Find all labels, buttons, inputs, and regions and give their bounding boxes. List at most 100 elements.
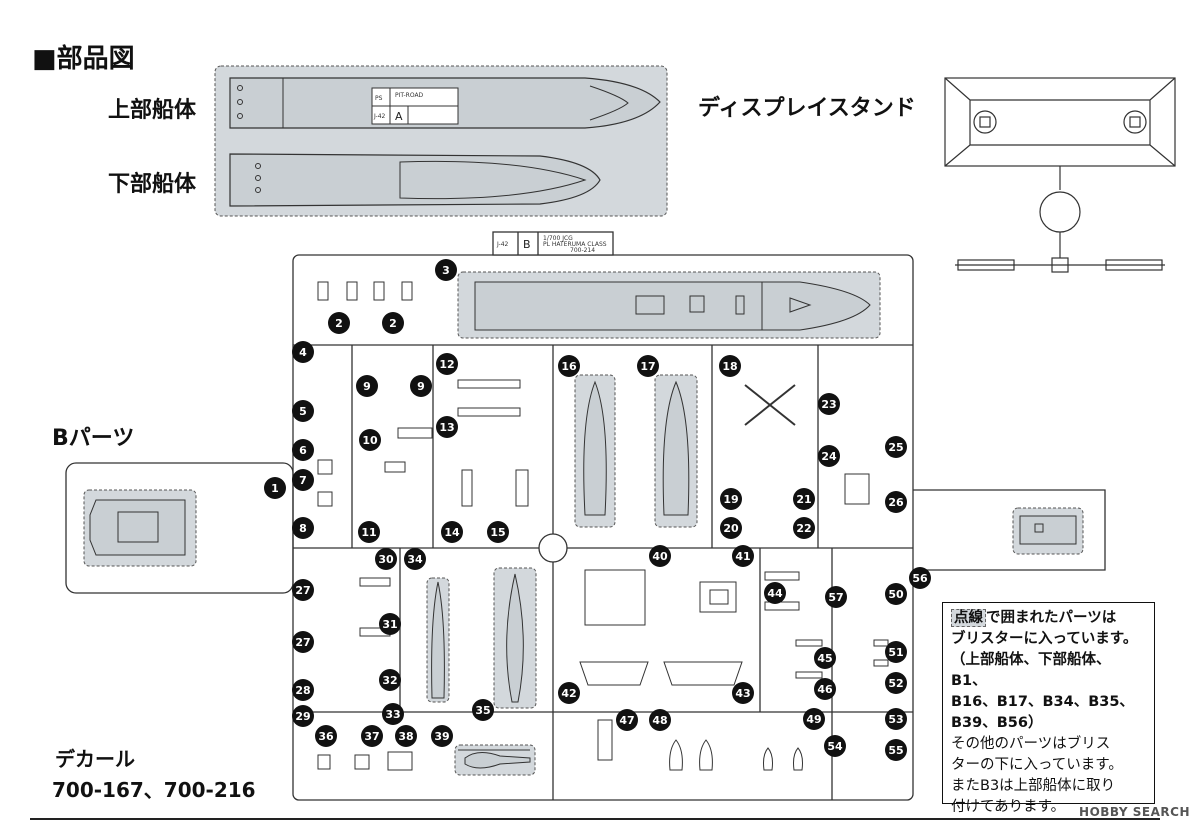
runner-a-code: J-42: [373, 113, 386, 120]
note-line3: （上部船体、下部船体、B1、: [951, 652, 1111, 689]
runner-b-frame: [65, 231, 1106, 801]
part-num-16: 16: [561, 360, 577, 373]
part-b42-b43: [579, 661, 743, 686]
part-num-27b: 27: [295, 636, 310, 649]
part-num-5: 5: [299, 405, 307, 418]
part-num-39: 39: [434, 730, 449, 743]
part-num-25: 25: [888, 441, 903, 454]
part-num-19: 19: [723, 493, 738, 506]
part-num-36: 36: [318, 730, 334, 743]
part-b48-boats: [669, 739, 803, 771]
part-b18-rotor: [744, 384, 796, 426]
runner-a-brand: PIT-ROAD: [395, 92, 424, 99]
note-line4: B16、B17、B34、B35、: [951, 694, 1134, 710]
runner-b-desc1: 1/700 JCG: [543, 235, 573, 242]
part-num-10: 10: [362, 434, 378, 447]
watermark: HOBBY SEARCH: [1079, 805, 1190, 819]
part-b16-b17: [583, 380, 690, 516]
part-num-9b: 9: [417, 380, 425, 393]
part-num-50: 50: [888, 588, 904, 601]
part-num-57: 57: [828, 591, 843, 604]
part-num-46: 46: [817, 683, 833, 696]
part-num-31: 31: [382, 618, 397, 631]
part-num-38: 38: [398, 730, 413, 743]
decal-label: デカール: [55, 747, 135, 771]
part-num-40: 40: [652, 550, 668, 563]
part-num-29: 29: [295, 710, 310, 723]
part-num-54: 54: [827, 740, 843, 753]
part-b39-helicopter: [458, 749, 531, 769]
part-num-56: 56: [912, 572, 928, 585]
runner-b-code: J-42: [496, 241, 509, 248]
part-num-43: 43: [735, 687, 750, 700]
part-num-32: 32: [382, 674, 397, 687]
part-b56: [1019, 515, 1077, 545]
lower-hull-label: 下部船体: [108, 172, 197, 197]
note-line8: またB3は上部船体に取り: [951, 778, 1116, 794]
part-num-52: 52: [888, 677, 903, 690]
upper-hull-label: 上部船体: [108, 98, 197, 123]
part-num-30: 30: [378, 553, 394, 566]
part-num-6: 6: [299, 444, 307, 457]
part-num-15: 15: [490, 526, 505, 539]
part-b1: [89, 499, 186, 556]
runner-b-desc3: 700-214: [570, 247, 595, 254]
part-num-37: 37: [364, 730, 379, 743]
part-num-33: 33: [385, 708, 400, 721]
part-num-2a: 2: [335, 317, 343, 330]
part-num-9a: 9: [363, 380, 371, 393]
display-stand: [944, 77, 1176, 273]
bottom-divider: [30, 818, 1160, 820]
runner-small-parts: [317, 281, 889, 771]
runner-b-letter: B: [523, 238, 531, 251]
part-num-34: 34: [407, 553, 423, 566]
part-num-13: 13: [439, 421, 454, 434]
part-b34-b35: [431, 573, 524, 703]
b-parts-label: Bパーツ: [52, 426, 135, 451]
part-num-17: 17: [640, 360, 655, 373]
part-b40-b41: [584, 569, 737, 626]
hull-blister: PS PIT-ROAD J-42 A: [214, 65, 668, 217]
note-highlight: 点線: [951, 609, 986, 627]
part-num-23: 23: [821, 398, 836, 411]
part-num-20: 20: [723, 522, 739, 535]
part-num-3: 3: [442, 264, 450, 277]
blister-parts: [83, 271, 1084, 776]
part-num-42: 42: [561, 687, 576, 700]
part-num-22: 22: [796, 522, 811, 535]
part-num-2b: 2: [389, 317, 397, 330]
display-stand-label: ディスプレイスタンド: [698, 96, 916, 121]
runner-b-desc2: PL HATERUMA CLASS: [543, 241, 607, 248]
blister-note: 点線で囲まれたパーツは ブリスターに入っています。 （上部船体、下部船体、B1、…: [942, 602, 1155, 815]
part-num-7: 7: [299, 474, 307, 487]
part-num-47: 47: [619, 714, 634, 727]
part-num-53: 53: [888, 713, 903, 726]
note-line9: 付けてあります。: [951, 799, 1066, 815]
note-line5: B39、B56）: [951, 715, 1043, 731]
note-line7: ターの下に入っています。: [951, 757, 1123, 773]
part-num-18: 18: [722, 360, 737, 373]
lower-hull-part: [229, 153, 601, 207]
note-line6: その他のパーツはブリス: [951, 736, 1111, 752]
part-num-45: 45: [817, 652, 832, 665]
note-line1: で囲まれたパーツは: [986, 610, 1117, 626]
part-num-51: 51: [888, 646, 903, 659]
part-num-41: 41: [735, 550, 750, 563]
part-num-4: 4: [299, 346, 307, 359]
part-num-24: 24: [821, 450, 837, 463]
part-num-21: 21: [796, 493, 811, 506]
part-num-44: 44: [767, 587, 783, 600]
part-badges: 1 2 2 3 4 5 6 7 8 9 9 10 11 12 13 14 15 …: [264, 259, 931, 761]
part-num-55: 55: [888, 744, 903, 757]
part-num-14: 14: [444, 526, 460, 539]
decal-numbers: 700-167、700-216: [52, 778, 256, 802]
part-num-49: 49: [806, 713, 821, 726]
runner-a-ps: PS: [375, 95, 383, 102]
part-num-27a: 27: [295, 584, 310, 597]
part-num-12: 12: [439, 358, 454, 371]
part-num-8: 8: [299, 522, 307, 535]
part-num-26: 26: [888, 496, 904, 509]
page-title: ■部品図: [32, 44, 135, 74]
part-num-1: 1: [271, 482, 279, 495]
